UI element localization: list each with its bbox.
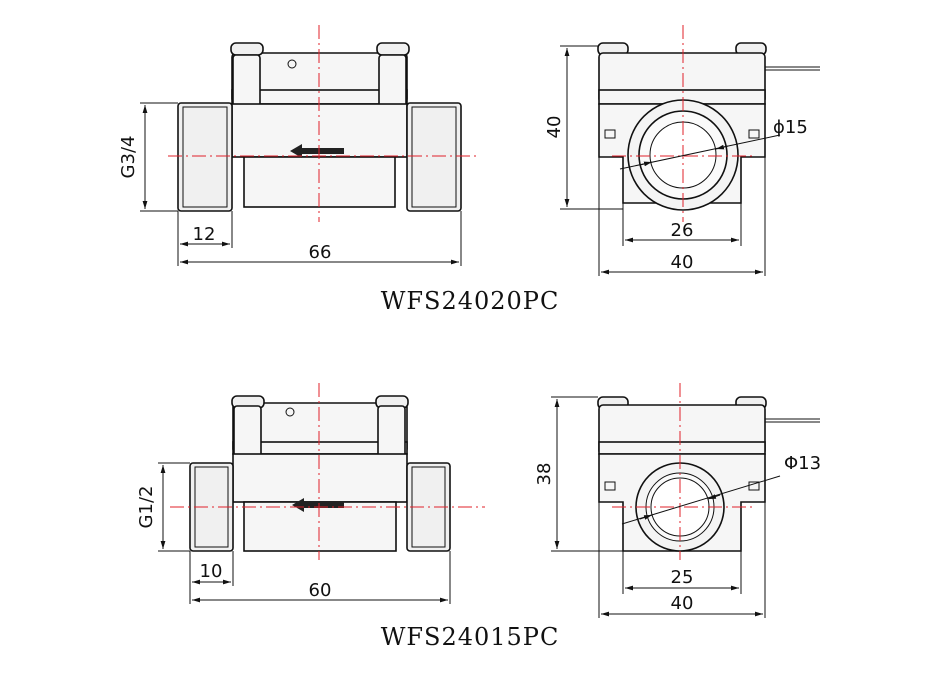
top-body-width-label: 40: [671, 252, 694, 273]
top-hole-diameter-label: ϕ15: [773, 117, 808, 138]
bottom-height-label: 38: [534, 463, 555, 486]
top-thread-label: G3/4: [118, 136, 139, 179]
top-overall-length-label: 66: [309, 242, 332, 263]
top-nut-length-label: 12: [193, 224, 216, 245]
bottom-nut-length-label: 10: [200, 561, 223, 582]
bottom-model-label: WFS24015PC: [381, 623, 560, 651]
bottom-body-width-label: 40: [671, 593, 694, 614]
top-base-width-label: 26: [671, 220, 694, 241]
bottom-base-width-label: 25: [671, 567, 694, 588]
bottom-hole-diameter-label: Φ13: [784, 453, 821, 474]
bottom-front-view: [158, 383, 485, 604]
bottom-overall-length-label: 60: [309, 580, 332, 601]
bottom-thread-label: G1/2: [136, 486, 157, 529]
bottom-side-view: [551, 383, 820, 618]
top-model-label: WFS24020PC: [381, 287, 560, 315]
top-side-view: [560, 25, 820, 276]
top-height-label: 40: [544, 116, 565, 139]
top-front-view: [140, 25, 477, 266]
